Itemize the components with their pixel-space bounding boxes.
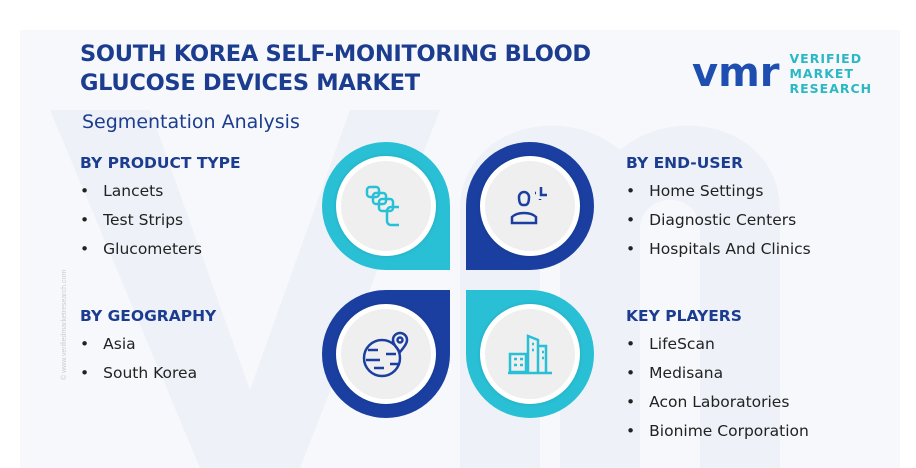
section-heading: BY PRODUCT TYPE xyxy=(80,154,241,172)
buildings-icon xyxy=(508,334,552,375)
list-item: Hospitals And Clinics xyxy=(626,239,811,268)
page-title: SOUTH KOREA SELF-MONITORING BLOOD GLUCOS… xyxy=(80,40,591,98)
list-item: South Korea xyxy=(80,363,216,392)
vmr-logo: vmr VERIFIED MARKET RESEARCH xyxy=(692,50,872,96)
title-line-1: SOUTH KOREA SELF-MONITORING BLOOD xyxy=(80,41,591,67)
logo-line: VERIFIED xyxy=(789,50,863,66)
list-item: Bionime Corporation xyxy=(626,421,809,450)
section-end-user: BY END-USER Home Settings Diagnostic Cen… xyxy=(626,153,811,268)
section-product-type: BY PRODUCT TYPE Lancets Test Strips Gluc… xyxy=(80,153,241,268)
title-line-2: GLUCOSE DEVICES MARKET xyxy=(80,70,420,96)
list-item: Medisana xyxy=(626,363,809,392)
section-geography: BY GEOGRAPHY Asia South Korea xyxy=(80,306,216,392)
list-item: Home Settings xyxy=(626,181,811,210)
list-item: Lancets xyxy=(80,181,241,210)
logo-mark: vmr xyxy=(692,50,780,96)
section-heading: BY END-USER xyxy=(626,154,744,172)
geography-drop xyxy=(322,290,450,418)
list-item: Acon Laboratories xyxy=(626,392,809,421)
logo-line: RESEARCH xyxy=(789,80,873,96)
product-type-drop xyxy=(322,142,450,270)
section-heading: KEY PLAYERS xyxy=(626,307,742,325)
section-heading: BY GEOGRAPHY xyxy=(80,307,217,325)
globe-pin-icon xyxy=(362,331,409,378)
user-icon xyxy=(510,187,547,225)
subtitle: Segmentation Analysis xyxy=(82,111,300,133)
watermark-text: © www.verifiedmarketresearch.com xyxy=(61,269,68,380)
strips-icon xyxy=(365,185,399,227)
end-user-drop xyxy=(466,142,594,270)
list-item: Asia xyxy=(80,334,216,363)
list-item: Glucometers xyxy=(80,239,241,268)
key-players-drop xyxy=(466,290,594,418)
logo-line: MARKET xyxy=(789,65,854,81)
list-item: LifeScan xyxy=(626,334,809,363)
logo-text: VERIFIED MARKET RESEARCH xyxy=(789,51,872,96)
list-item: Diagnostic Centers xyxy=(626,210,811,239)
list-item: Test Strips xyxy=(80,210,241,239)
section-key-players: KEY PLAYERS LifeScan Medisana Acon Labor… xyxy=(626,306,809,450)
